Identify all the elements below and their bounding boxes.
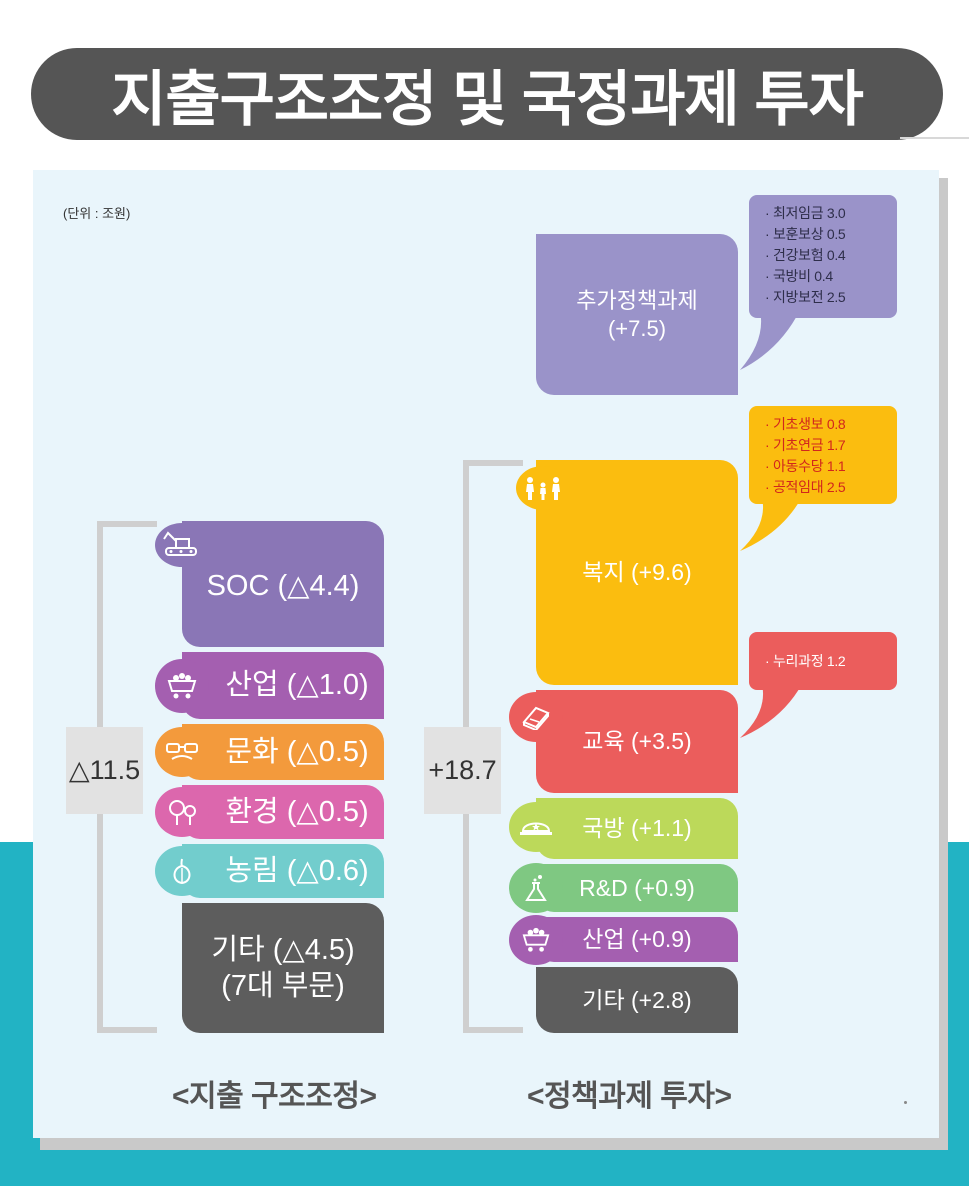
mask-icon xyxy=(155,727,209,777)
decorative-dot xyxy=(904,1101,907,1104)
block-education: 교육 (+3.5) xyxy=(509,690,738,793)
callout-item: · 아동수당 1.1 xyxy=(765,458,846,474)
block-other-left-sublabel: (7대 부문) xyxy=(221,970,345,1002)
left-caption: <지출 구조조정> xyxy=(172,1080,377,1113)
block-industry-right: 산업 (+0.9) xyxy=(509,915,738,965)
callout-item: · 지방보전 2.5 xyxy=(765,289,846,305)
callout-item: · 국방비 0.4 xyxy=(765,268,833,284)
tree-icon xyxy=(155,787,209,837)
page-title: 지출구조조정 및 국정과제 투자 xyxy=(111,65,864,133)
onion-icon xyxy=(155,846,209,896)
callout-education: · 누리과정 1.2 xyxy=(749,632,897,690)
block-environment: 환경 (△0.5) xyxy=(155,785,384,839)
block-culture: 문화 (△0.5) xyxy=(155,724,384,780)
military-cap-icon xyxy=(509,802,563,852)
block-additional: 추가정책과제 (+7.5) xyxy=(536,234,738,395)
block-industry: 산업 (△1.0) xyxy=(155,652,384,719)
block-agriculture: 농림 (△0.6) xyxy=(155,844,384,898)
unit-label: (단위 : 조원) xyxy=(63,206,131,221)
block-soc-label: SOC (△4.4) xyxy=(206,569,360,602)
callout-education-tail xyxy=(740,684,802,738)
right-caption: <정책과제 투자> xyxy=(527,1080,732,1113)
block-education-label: 교육 (+3.5) xyxy=(582,728,692,755)
block-industry-label: 산업 (△1.0) xyxy=(225,669,369,702)
flask-icon xyxy=(509,863,563,913)
callout-welfare: · 기초생보 0.8 · 기초연금 1.7 · 아동수당 1.1 · 공적임대 … xyxy=(749,406,897,504)
block-environment-label: 환경 (△0.5) xyxy=(225,795,369,828)
right-total: +18.7 xyxy=(424,727,501,814)
block-additional-sublabel: (+7.5) xyxy=(607,315,667,341)
book-icon xyxy=(509,692,563,742)
left-total: △11.5 xyxy=(66,727,143,814)
title-underline xyxy=(900,137,969,139)
callout-item: · 최저임금 3.0 xyxy=(765,205,846,221)
block-soc: SOC (△4.4) xyxy=(155,521,384,647)
callout-welfare-tail xyxy=(740,497,802,551)
excavator-icon xyxy=(155,523,209,567)
callout-additional: · 최저임금 3.0 · 보훈보상 0.5 · 건강보험 0.4 · 국방비 0… xyxy=(749,195,897,318)
callout-item: · 누리과정 1.2 xyxy=(765,653,846,669)
title-bar: 지출구조조정 및 국정과제 투자 xyxy=(31,48,943,140)
family-icon xyxy=(516,466,570,510)
minecart-icon xyxy=(509,915,563,965)
block-defense: 국방 (+1.1) xyxy=(509,798,738,859)
callout-item: · 보훈보상 0.5 xyxy=(765,226,846,242)
block-rnd-label: R&D (+0.9) xyxy=(579,874,695,901)
block-welfare-label: 복지 (+9.6) xyxy=(582,559,692,586)
block-defense-label: 국방 (+1.1) xyxy=(582,815,692,842)
block-other-left-label: 기타 (△4.5) xyxy=(211,933,355,966)
callout-additional-tail xyxy=(740,310,800,370)
minecart-icon xyxy=(155,659,209,713)
block-welfare: 복지 (+9.6) xyxy=(516,460,738,685)
callout-item: · 기초생보 0.8 xyxy=(765,416,846,432)
block-rnd: R&D (+0.9) xyxy=(509,863,738,913)
block-agriculture-label: 농림 (△0.6) xyxy=(225,854,369,887)
block-additional-label: 추가정책과제 xyxy=(576,288,698,313)
block-other-left: 기타 (△4.5) (7대 부문) xyxy=(182,903,384,1033)
block-other-right-label: 기타 (+2.8) xyxy=(582,986,692,1013)
callout-item: · 공적임대 2.5 xyxy=(765,479,846,495)
callout-item: · 건강보험 0.4 xyxy=(765,247,846,263)
callout-item: · 기초연금 1.7 xyxy=(765,437,846,453)
block-other-right: 기타 (+2.8) xyxy=(536,967,738,1033)
block-culture-label: 문화 (△0.5) xyxy=(225,735,369,768)
block-industry-right-label: 산업 (+0.9) xyxy=(582,926,692,953)
